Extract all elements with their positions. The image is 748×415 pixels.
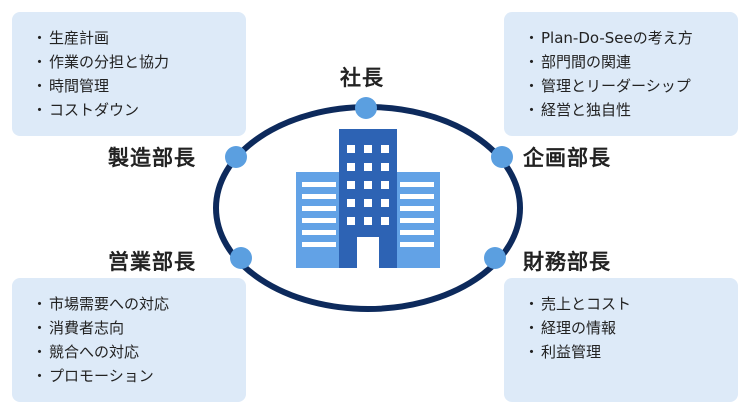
node-president xyxy=(355,97,377,119)
sales-manager-label: 営業部長 xyxy=(108,250,196,274)
office-building-icon xyxy=(296,129,440,268)
list-item: 作業の分担と協力 xyxy=(32,50,246,74)
finance-manager-label: 財務部長 xyxy=(523,250,611,274)
manufacturing-manager-label: 製造部長 xyxy=(108,146,196,170)
manufacturing-duties-box: 生産計画 作業の分担と協力 時間管理 コストダウン xyxy=(12,12,246,136)
finance-duties-box: 売上とコスト 経理の情報 利益管理 xyxy=(504,278,738,402)
sales-duties-box: 市場需要への対応 消費者志向 競合への対応 プロモーション xyxy=(12,278,246,402)
planning-duties-box: Plan-Do-Seeの考え方 部門間の関連 管理とリーダーシップ 経営と独自性 xyxy=(504,12,738,136)
list-item: 消費者志向 xyxy=(32,316,246,340)
list-item: Plan-Do-Seeの考え方 xyxy=(524,26,738,50)
list-item: 市場需要への対応 xyxy=(32,292,246,316)
planning-manager-label: 企画部長 xyxy=(523,146,611,170)
list-item: 経営と独自性 xyxy=(524,98,738,122)
list-item: 生産計画 xyxy=(32,26,246,50)
node-finance xyxy=(484,247,506,269)
list-item: 売上とコスト xyxy=(524,292,738,316)
node-sales xyxy=(230,247,252,269)
list-item: 競合への対応 xyxy=(32,340,246,364)
list-item: 部門間の関連 xyxy=(524,50,738,74)
list-item: 利益管理 xyxy=(524,340,738,364)
node-manufacturing xyxy=(225,146,247,168)
list-item: 管理とリーダーシップ xyxy=(524,74,738,98)
list-item: 時間管理 xyxy=(32,74,246,98)
president-label: 社長 xyxy=(340,66,384,90)
node-planning xyxy=(491,146,513,168)
list-item: 経理の情報 xyxy=(524,316,738,340)
list-item: プロモーション xyxy=(32,364,246,388)
list-item: コストダウン xyxy=(32,98,246,122)
